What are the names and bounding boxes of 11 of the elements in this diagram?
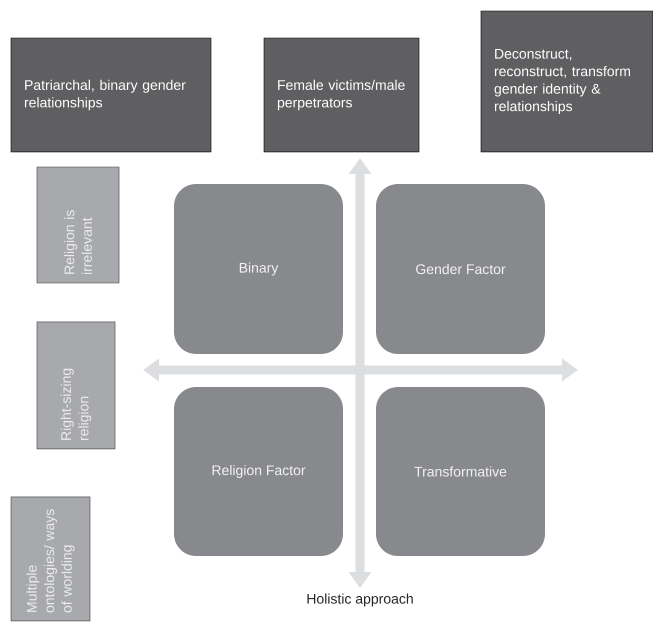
text-box: Female victims/male perpetrators (264, 38, 420, 152)
rounded-box: Religion Factor (174, 386, 343, 556)
text-box: Patriarchal, binary gender relationships (10, 38, 212, 152)
rounded-box: Transformative (376, 386, 545, 556)
rotated-text-box: Right-sizing religion (36, 322, 116, 450)
rotated-text-box: Religion is irrelevant (36, 166, 120, 284)
text-box: Deconstruct, reconstruct, transform gender identity & relationships (480, 10, 653, 152)
rounded-box: Binary (174, 184, 343, 354)
axis-label: Holistic approach (307, 593, 413, 606)
rotated-text-box: Multiple ontologies/ ways of worlding (10, 496, 90, 622)
rounded-box: Gender Factor (376, 184, 545, 354)
